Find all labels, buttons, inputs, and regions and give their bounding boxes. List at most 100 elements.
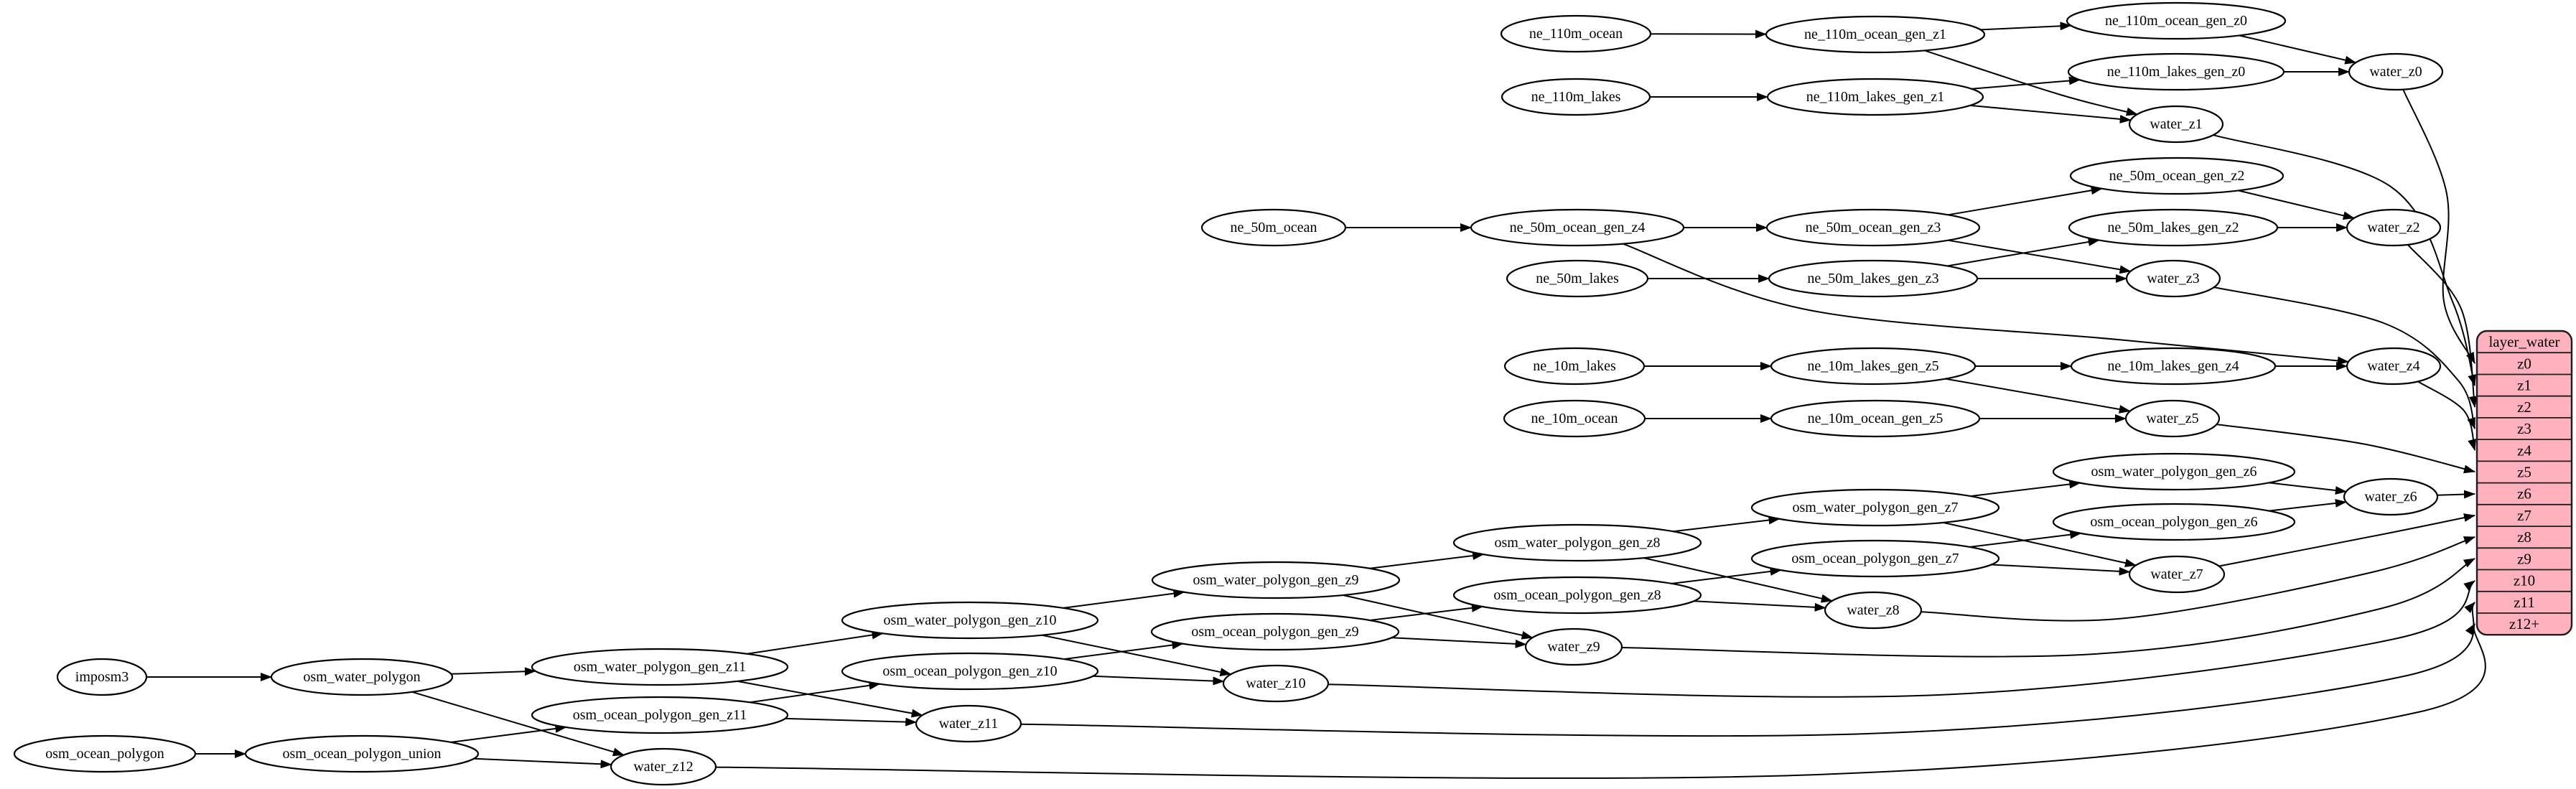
node-shape-water_z10 <box>1222 664 1330 703</box>
node-ne_110m_lakes_gen_z0: ne_110m_lakes_gen_z0 <box>2067 52 2285 91</box>
edge-ne_110m_ocean_gen_z0-to-water_z0 <box>2239 34 2357 65</box>
node-shape-water_z9 <box>1524 627 1623 666</box>
edge-ne_110m_ocean_gen_z1-to-water_z1 <box>1924 50 2138 116</box>
node-shape-ne_10m_lakes_gen_z4 <box>2070 347 2277 386</box>
edge-osm_water_polygon_gen_z9-to-osm_water_polygon_gen_z8 <box>1369 551 1485 569</box>
node-osm_water_polygon_gen_z6: osm_water_polygon_gen_z6 <box>2052 452 2296 491</box>
node-ne_10m_lakes_gen_z4: ne_10m_lakes_gen_z4 <box>2070 347 2277 386</box>
table-layer: layer_waterz0z1z2z3z4z5z6z7z8z9z10z11z12… <box>2475 330 2573 636</box>
edge-osm_water_polygon_gen_z8-to-osm_water_polygon_gen_z7 <box>1673 515 1781 533</box>
table-layer_water: layer_waterz0z1z2z3z4z5z6z7z8z9z10z11z12… <box>2475 330 2573 636</box>
edge-osm_ocean_polygon_union-to-water_z12 <box>474 757 612 769</box>
table-row-z1: z1 <box>2517 377 2531 394</box>
node-shape-water_z0 <box>2348 52 2444 91</box>
table-row-z3: z3 <box>2517 420 2531 437</box>
edge-water_z6-to-layer_water-z6 <box>2437 490 2475 499</box>
node-label-osm_water_polygon_gen_z9: osm_water_polygon_gen_z9 <box>1193 572 1358 588</box>
edge-osm_ocean_polygon_gen_z6-to-water_z6 <box>2269 498 2347 512</box>
node-water_z4: water_z4 <box>2346 347 2442 386</box>
edge-ne_110m_lakes_gen_z1-to-water_z1 <box>1969 104 2132 123</box>
node-osm_water_polygon_gen_z9: osm_water_polygon_gen_z9 <box>1151 561 1401 599</box>
edge-osm_water_polygon_gen_z10-to-water_z10 <box>1041 634 1232 676</box>
node-shape-water_z6 <box>2343 477 2439 516</box>
node-shape-osm_water_polygon <box>270 658 454 696</box>
table-title: layer_water <box>2488 333 2559 350</box>
node-shape-ne_50m_ocean_gen_z3 <box>1765 208 1981 247</box>
table-row-z6: z6 <box>2517 485 2531 503</box>
edge-osm_ocean_polygon_gen_z11-to-osm_ocean_polygon_gen_z10 <box>750 681 881 704</box>
node-osm_water_polygon_gen_z10: osm_water_polygon_gen_z10 <box>841 601 1099 640</box>
edge-osm_ocean_polygon_gen_z9-to-water_z9 <box>1391 637 1527 648</box>
table-row-z0: z0 <box>2517 355 2531 372</box>
node-label-water_z2: water_z2 <box>2367 220 2419 235</box>
node-label-ne_50m_lakes_gen_z2: ne_50m_lakes_gen_z2 <box>2107 220 2239 235</box>
node-shape-osm_ocean_polygon_union <box>244 734 480 773</box>
edge-osm_water_polygon_gen_z11-to-osm_water_polygon_gen_z10 <box>747 630 884 655</box>
node-ne_110m_ocean: ne_110m_ocean <box>1500 14 1652 53</box>
edge-osm_ocean_polygon_gen_z11-to-water_z11 <box>785 717 918 727</box>
node-water_z12: water_z12 <box>610 747 717 786</box>
edge-ne_50m_ocean_gen_z2-to-water_z2 <box>2238 190 2355 220</box>
edge-water_z3-to-layer_water-z3 <box>2213 286 2475 429</box>
edge-water_z8-to-layer_water-z8 <box>1921 536 2475 622</box>
node-label-ne_10m_ocean: ne_10m_ocean <box>1531 411 1618 426</box>
node-water_z8: water_z8 <box>1824 591 1923 630</box>
node-label-osm_ocean_polygon_gen_z9: osm_ocean_polygon_gen_z9 <box>1191 624 1358 640</box>
node-water_z3: water_z3 <box>2125 259 2221 298</box>
node-shape-osm_water_polygon_gen_z6 <box>2052 452 2296 491</box>
node-label-osm_ocean_polygon_gen_z6: osm_ocean_polygon_gen_z6 <box>2090 514 2257 530</box>
node-water_z0: water_z0 <box>2348 52 2444 91</box>
node-shape-ne_50m_lakes_gen_z2 <box>2068 208 2279 247</box>
node-label-ne_110m_ocean_gen_z1: ne_110m_ocean_gen_z1 <box>1804 27 1946 42</box>
node-shape-water_z2 <box>2346 208 2442 247</box>
node-ne_50m_lakes_gen_z2: ne_50m_lakes_gen_z2 <box>2068 208 2279 247</box>
node-label-osm_ocean_polygon_gen_z11: osm_ocean_polygon_gen_z11 <box>573 707 747 723</box>
node-shape-water_z7 <box>2128 555 2226 594</box>
node-shape-ne_10m_ocean <box>1503 399 1646 438</box>
node-osm_ocean_polygon_gen_z8: osm_ocean_polygon_gen_z8 <box>1452 576 1702 615</box>
edge-water_z5-to-layer_water-z5 <box>2216 424 2475 474</box>
node-ne_50m_lakes: ne_50m_lakes <box>1506 259 1649 298</box>
node-water_z2: water_z2 <box>2346 208 2442 247</box>
edges-layer <box>146 22 2486 779</box>
edge-water_z12-to-layer_water-z12+ <box>715 623 2486 779</box>
nodes-layer: imposm3osm_ocean_polygonosm_water_polygo… <box>13 1 2444 786</box>
edge-water_z0-to-layer_water-z0 <box>2402 89 2475 364</box>
node-ne_110m_lakes_gen_z1: ne_110m_lakes_gen_z1 <box>1766 78 1984 116</box>
node-shape-ne_10m_ocean_gen_z5 <box>1770 399 1981 438</box>
node-label-osm_water_polygon_gen_z10: osm_water_polygon_gen_z10 <box>883 612 1056 628</box>
edge-osm_water_polygon_gen_z6-to-water_z6 <box>2269 482 2347 495</box>
node-shape-water_z4 <box>2346 347 2442 386</box>
edge-osm_ocean_polygon_gen_z9-to-osm_ocean_polygon_gen_z8 <box>1369 603 1483 621</box>
node-shape-osm_water_polygon_gen_z9 <box>1151 561 1401 599</box>
node-ne_50m_lakes_gen_z3: ne_50m_lakes_gen_z3 <box>1768 259 1979 298</box>
node-shape-osm_water_polygon_gen_z7 <box>1750 488 2000 527</box>
node-label-ne_10m_lakes_gen_z4: ne_10m_lakes_gen_z4 <box>2107 358 2239 374</box>
node-label-ne_10m_lakes: ne_10m_lakes <box>1533 358 1616 374</box>
node-osm_ocean_polygon_gen_z10: osm_ocean_polygon_gen_z10 <box>841 652 1099 691</box>
node-label-ne_110m_ocean_gen_z0: ne_110m_ocean_gen_z0 <box>2105 13 2247 29</box>
node-shape-imposm3 <box>56 658 148 696</box>
node-ne_10m_lakes_gen_z5: ne_10m_lakes_gen_z5 <box>1770 347 1977 386</box>
node-label-ne_50m_lakes_gen_z3: ne_50m_lakes_gen_z3 <box>1807 271 1938 286</box>
node-label-ne_110m_lakes: ne_110m_lakes <box>1531 89 1621 105</box>
node-ne_10m_lakes: ne_10m_lakes <box>1503 347 1646 386</box>
node-shape-osm_ocean_polygon_gen_z11 <box>531 696 789 734</box>
node-osm_water_polygon: osm_water_polygon <box>270 658 454 696</box>
node-label-osm_ocean_polygon_gen_z8: osm_ocean_polygon_gen_z8 <box>1493 587 1661 603</box>
node-osm_ocean_polygon: osm_ocean_polygon <box>13 734 197 773</box>
node-shape-ne_50m_ocean <box>1200 208 1347 247</box>
node-ne_50m_ocean_gen_z3: ne_50m_ocean_gen_z3 <box>1765 208 1981 247</box>
node-label-ne_110m_ocean: ne_110m_ocean <box>1529 26 1623 42</box>
node-osm_ocean_polygon_gen_z7: osm_ocean_polygon_gen_z7 <box>1750 539 2000 578</box>
edge-ne_110m_lakes_gen_z1-to-ne_110m_lakes_gen_z0 <box>1971 76 2081 90</box>
table-row-z12+: z12+ <box>2509 615 2539 632</box>
node-label-ne_50m_ocean: ne_50m_ocean <box>1230 220 1317 235</box>
node-shape-osm_ocean_polygon_gen_z10 <box>841 652 1099 691</box>
node-label-water_z3: water_z3 <box>2147 271 2199 286</box>
table-row-z8: z8 <box>2517 528 2531 546</box>
node-label-water_z7: water_z7 <box>2150 566 2203 582</box>
edge-osm_water_polygon_gen_z7-to-osm_water_polygon_gen_z6 <box>1970 480 2081 498</box>
